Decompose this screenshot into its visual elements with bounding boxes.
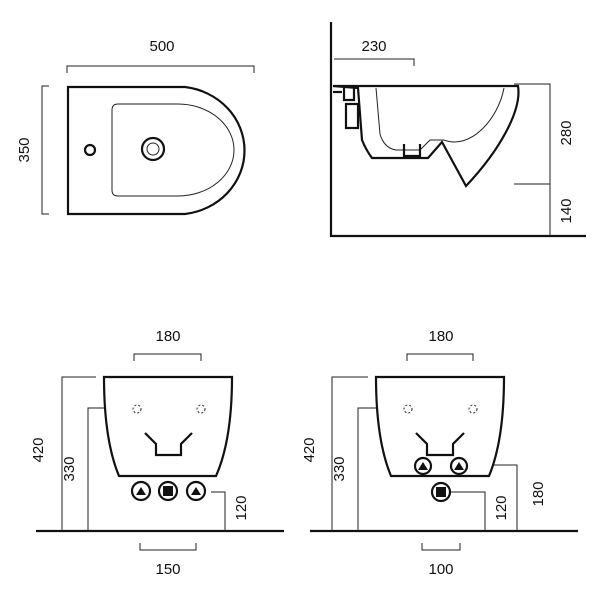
top-depth-label: 350 — [16, 137, 33, 162]
front-view-right: 180 420 330 120 180 100 — [301, 328, 578, 578]
drain-outlet-icon — [430, 481, 452, 503]
front-view-left: 180 420 330 120 150 — [30, 328, 284, 578]
drain-connector — [402, 144, 422, 158]
front-left-top-width-label: 180 — [155, 328, 180, 345]
side-offset-label: 230 — [361, 38, 386, 55]
square-icon — [163, 486, 173, 496]
side-height-dimension-line — [514, 83, 551, 236]
front-left-pipe-height-label: 120 — [233, 495, 250, 520]
front-right-pipe-height-line — [450, 491, 486, 531]
fixing-hole-right — [468, 404, 478, 414]
fixing-hole-left — [132, 404, 142, 414]
fixing-hole-left — [403, 404, 413, 414]
side-height-label: 280 — [558, 120, 575, 145]
bowl-front-contour — [144, 432, 193, 457]
water-inlet-left-icon — [413, 456, 433, 476]
front-right-side-height-label: 180 — [530, 481, 547, 506]
water-inlet-right-icon — [185, 480, 207, 502]
top-width-label: 500 — [149, 38, 174, 55]
water-inlet-left-icon — [130, 480, 152, 502]
side-floor-label: 140 — [558, 198, 575, 223]
front-right-total-height-label: 420 — [301, 437, 318, 462]
front-left-total-height-line — [61, 376, 96, 531]
front-left-pipe-height-line — [211, 491, 226, 531]
water-inlet-right-icon — [449, 456, 469, 476]
front-right-pipe-height-label: 120 — [493, 495, 510, 520]
side-offset-dimension-line — [334, 58, 415, 66]
front-left-bottom-width-label: 150 — [155, 561, 180, 578]
bidet-side-section — [332, 84, 520, 188]
triangle-icon — [418, 462, 428, 470]
bowl-rim — [111, 103, 235, 197]
front-right-total-height-line — [331, 376, 368, 531]
drain-outer — [140, 136, 166, 162]
bidet-front-left-body — [102, 375, 234, 478]
front-left-top-width-line — [133, 353, 202, 361]
side-view: 230 280 140 — [329, 22, 586, 238]
front-right-top-width-label: 180 — [428, 328, 453, 345]
top-width-dimension-line — [66, 65, 255, 73]
front-left-body-height-label: 330 — [61, 456, 78, 481]
square-icon — [436, 487, 446, 497]
front-right-bottom-width-line — [421, 543, 461, 551]
bidet-top-outline — [66, 85, 246, 216]
front-right-top-width-line — [406, 353, 474, 361]
bowl-inner-section — [375, 87, 505, 151]
bidet-front-right-body — [374, 375, 506, 478]
drain-inner — [146, 142, 160, 156]
front-left-bottom-width-line — [139, 543, 197, 551]
tap-hole — [83, 143, 97, 157]
top-view: 500 350 — [16, 38, 255, 216]
triangle-icon — [191, 487, 201, 495]
front-left-total-height-label: 420 — [30, 437, 47, 462]
drain-outlet-icon — [157, 480, 179, 502]
front-right-body-height-label: 330 — [331, 456, 348, 481]
top-depth-dimension-line — [41, 85, 49, 215]
wall-fixing-bracket — [342, 88, 356, 102]
bowl-front-contour — [415, 432, 465, 457]
wall-fixing-block — [344, 102, 360, 130]
front-right-body-height-line — [357, 407, 384, 531]
triangle-icon — [454, 462, 464, 470]
triangle-icon — [136, 487, 146, 495]
front-right-bottom-width-label: 100 — [428, 561, 453, 578]
fixing-hole-right — [196, 404, 206, 414]
wall-and-floor — [329, 22, 586, 238]
